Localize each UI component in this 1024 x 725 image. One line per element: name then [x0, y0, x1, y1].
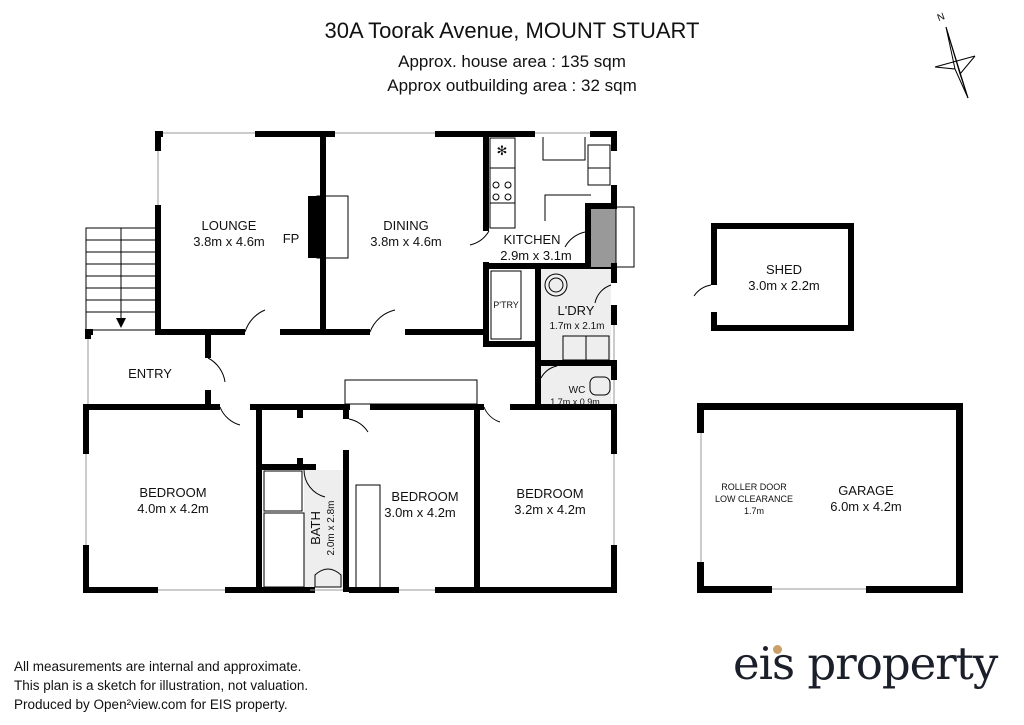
kitchen-size: 2.9m x 3.1m: [500, 248, 572, 263]
outbuilding-area: Approx outbuilding area : 32 sqm: [387, 76, 637, 95]
note-line: Produced by Open²view.com for EIS proper…: [14, 697, 288, 712]
compass-north-label: N: [936, 11, 947, 24]
house-walls: ✻: [83, 131, 635, 593]
bath-size: 2.0m x 2.8m: [326, 500, 337, 555]
garage-walls: [697, 403, 963, 593]
note-line: This plan is a sketch for illustration, …: [14, 678, 309, 693]
shed-size: 3.0m x 2.2m: [748, 278, 820, 293]
chimney: [591, 209, 616, 267]
roller-door-line3: 1.7m: [744, 506, 764, 516]
bedroom3-label: BEDROOM: [516, 486, 583, 501]
shed-label: SHED: [766, 262, 802, 277]
kitchen-label: KITCHEN: [503, 232, 560, 247]
laundry-label: L'DRY: [558, 303, 595, 318]
logo-dot: [773, 645, 782, 654]
pantry-label: P'TRY: [493, 300, 519, 310]
dining-size: 3.8m x 4.6m: [370, 234, 442, 249]
fireplace-label: FP: [283, 231, 300, 246]
stairs-arrow-icon: [116, 318, 126, 328]
plan-title: 30A Toorak Avenue, MOUNT STUART: [324, 18, 700, 43]
logo-text: eis property: [733, 637, 998, 690]
eis-property-logo: eis property: [733, 637, 998, 690]
dining-label: DINING: [383, 218, 429, 233]
bath-label: BATH: [308, 511, 323, 545]
bedroom2-size: 3.0m x 4.2m: [384, 505, 456, 520]
bedroom1-size: 4.0m x 4.2m: [137, 501, 209, 516]
wc-label: WC: [569, 385, 586, 396]
shed-walls: [693, 223, 854, 331]
laundry-size: 1.7m x 2.1m: [549, 321, 604, 332]
lounge-size: 3.8m x 4.6m: [193, 234, 265, 249]
house-area: Approx. house area : 135 sqm: [398, 52, 626, 71]
stairs: [85, 227, 157, 331]
bedroom3-size: 3.2m x 4.2m: [514, 502, 586, 517]
bedroom2-label: BEDROOM: [391, 489, 458, 504]
disclaimer-notes: All measurements are internal and approx…: [14, 657, 308, 714]
garage-label: GARAGE: [838, 483, 894, 498]
fan-icon: ✻: [497, 143, 508, 158]
roller-door-line1: ROLLER DOOR: [721, 482, 787, 492]
note-line: All measurements are internal and approx…: [14, 659, 302, 674]
compass-icon: N: [934, 11, 976, 99]
garage-size: 6.0m x 4.2m: [830, 499, 902, 514]
roller-door-line2: LOW CLEARANCE: [715, 494, 793, 504]
wc-size: 1.7m x 0.9m: [550, 397, 600, 407]
entry-label: ENTRY: [128, 366, 172, 381]
lounge-label: LOUNGE: [202, 218, 257, 233]
bedroom1-label: BEDROOM: [139, 485, 206, 500]
